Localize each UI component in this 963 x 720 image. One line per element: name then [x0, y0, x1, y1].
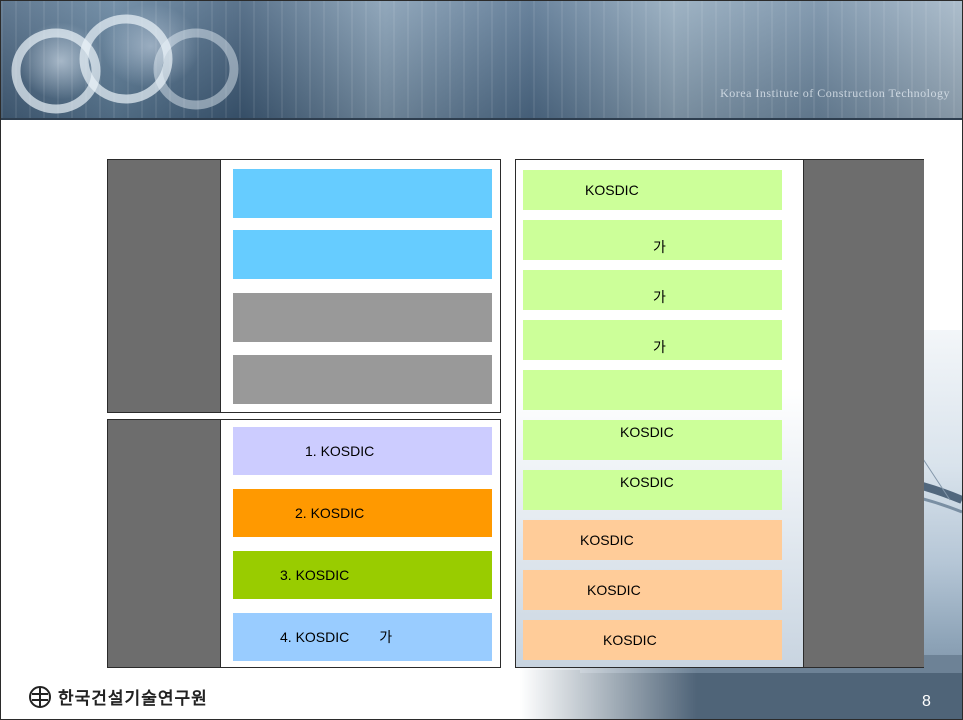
header-banner: Korea Institute of Construction Technolo…	[1, 1, 962, 119]
blue-box-1	[233, 169, 492, 218]
gray-box-1	[233, 293, 492, 342]
right-box-6: KOSDIC	[523, 420, 782, 460]
kict-emblem-icon	[29, 685, 51, 708]
kosdic-step-4: 4. KOSDIC 가	[233, 613, 492, 661]
banner-caption: Korea Institute of Construction Technolo…	[720, 86, 950, 100]
right-box-7-label: KOSDIC	[620, 474, 674, 490]
kosdic-step-2-label: 2. KOSDIC	[295, 505, 365, 521]
blue-box-2	[233, 230, 492, 279]
kosdic-step-1: 1. KOSDIC	[233, 427, 492, 475]
right-label-column	[803, 160, 924, 667]
gray-box-2	[233, 355, 492, 404]
right-panel: KOSDIC 가 가 가 KOSDIC KOSDIC KOSDIC KOSDIC…	[515, 159, 924, 668]
right-box-9-label: KOSDIC	[587, 582, 641, 598]
right-box-8: KOSDIC	[523, 520, 782, 560]
right-box-3: 가	[523, 270, 782, 310]
right-box-2: 가	[523, 220, 782, 260]
banner-divider	[1, 118, 962, 120]
left-top-label-column	[108, 160, 221, 412]
rings-logo-graphic	[11, 14, 239, 114]
left-bottom-label-column	[108, 420, 221, 667]
right-box-8-label: KOSDIC	[580, 532, 634, 548]
right-box-4: 가	[523, 320, 782, 360]
footer-logo: 한국건설기술연구원	[28, 684, 208, 709]
kosdic-step-2: 2. KOSDIC	[233, 489, 492, 537]
kosdic-step-1-label: 1. KOSDIC	[305, 443, 375, 459]
kosdic-step-3: 3. KOSDIC	[233, 551, 492, 599]
right-box-2-label: 가	[653, 239, 666, 255]
kosdic-step-3-label: 3. KOSDIC	[280, 567, 350, 583]
right-box-5	[523, 370, 782, 410]
org-name: 한국건설기술연구원	[58, 689, 208, 708]
right-box-1-label: KOSDIC	[585, 182, 639, 198]
right-box-7: KOSDIC	[523, 470, 782, 510]
right-box-1: KOSDIC	[523, 170, 782, 210]
left-bottom-panel: 1. KOSDIC 2. KOSDIC 3. KOSDIC 4. KOSDIC 가	[107, 419, 501, 668]
right-box-6-label: KOSDIC	[620, 424, 674, 440]
right-box-10-label: KOSDIC	[603, 632, 657, 648]
kosdic-step-4-suffix: 가	[379, 629, 393, 645]
right-box-4-label: 가	[653, 339, 666, 355]
right-box-3-label: 가	[653, 289, 666, 305]
banner-texture	[1, 1, 962, 119]
right-box-9: KOSDIC	[523, 570, 782, 610]
left-top-panel	[107, 159, 501, 413]
page-number: 8	[922, 693, 931, 710]
right-box-10: KOSDIC	[523, 620, 782, 660]
kosdic-step-4-label: 4. KOSDIC	[280, 629, 350, 645]
